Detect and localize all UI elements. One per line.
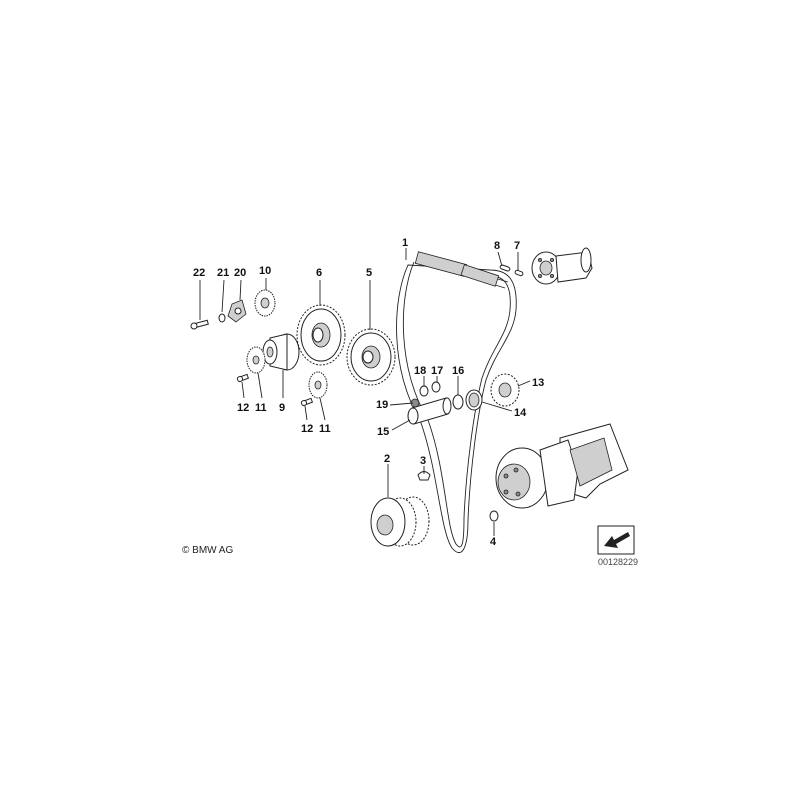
callout-12-right: 12: [301, 423, 313, 435]
callout-21: 21: [217, 267, 229, 279]
sprocket-6: [296, 304, 346, 366]
dowel-pin-7: [514, 269, 524, 277]
sprocket-10: [254, 289, 276, 317]
callout-10: 10: [259, 265, 271, 277]
callout-19: 19: [376, 399, 388, 411]
callout-14: 14: [514, 407, 527, 419]
washer-21: [218, 313, 226, 323]
plate-20: [227, 299, 247, 323]
callout-15: 15: [377, 426, 389, 438]
camshaft: [531, 247, 593, 285]
callout-7: 7: [514, 240, 520, 252]
washer-18: [419, 385, 429, 397]
bolt-12-right: [300, 397, 314, 407]
callout-3: 3: [420, 455, 426, 467]
leader-lines: [199, 248, 531, 536]
callout-1: 1: [402, 237, 408, 249]
callout-4: 4: [490, 536, 497, 548]
callout-12-left: 12: [237, 402, 249, 414]
pin-4: [489, 510, 499, 522]
callout-5: 5: [366, 267, 372, 279]
callout-11-right: 11: [319, 423, 331, 435]
sprocket-5: [346, 328, 396, 386]
crankshaft: [495, 423, 629, 509]
tensioner-15: [407, 397, 452, 425]
orientation-arrow-icon: [597, 525, 635, 555]
timing-chain: [396, 251, 517, 554]
callout-9: 9: [279, 402, 285, 414]
callout-17: 17: [431, 365, 443, 377]
callout-labels: 1 8 7 22 21 20 10 6 5 18 17 16 13 19 14 …: [193, 237, 544, 548]
bolt-12-left: [236, 373, 250, 383]
callout-11-left: 11: [255, 402, 267, 414]
callout-8: 8: [494, 240, 500, 252]
callout-20: 20: [234, 267, 246, 279]
key-3: [417, 471, 431, 481]
sprocket-2: [370, 496, 430, 547]
callout-2: 2: [384, 453, 390, 465]
plate-11-left: [246, 346, 266, 374]
plate-11-right: [308, 371, 328, 399]
diagram-id: 00128229: [598, 557, 638, 567]
bushing-14: [465, 389, 483, 411]
callout-16: 16: [452, 365, 464, 377]
copyright-text: © BMW AG: [182, 545, 233, 556]
dowel-pin-8: [499, 264, 511, 272]
hub-9: [262, 333, 300, 371]
callout-6: 6: [316, 267, 322, 279]
sprocket-13: [490, 373, 520, 407]
callout-18: 18: [414, 365, 426, 377]
callout-13: 13: [532, 377, 544, 389]
bolt-22: [190, 319, 209, 330]
washer-17: [431, 381, 441, 393]
callout-22: 22: [193, 267, 205, 279]
seal-16: [452, 394, 464, 410]
